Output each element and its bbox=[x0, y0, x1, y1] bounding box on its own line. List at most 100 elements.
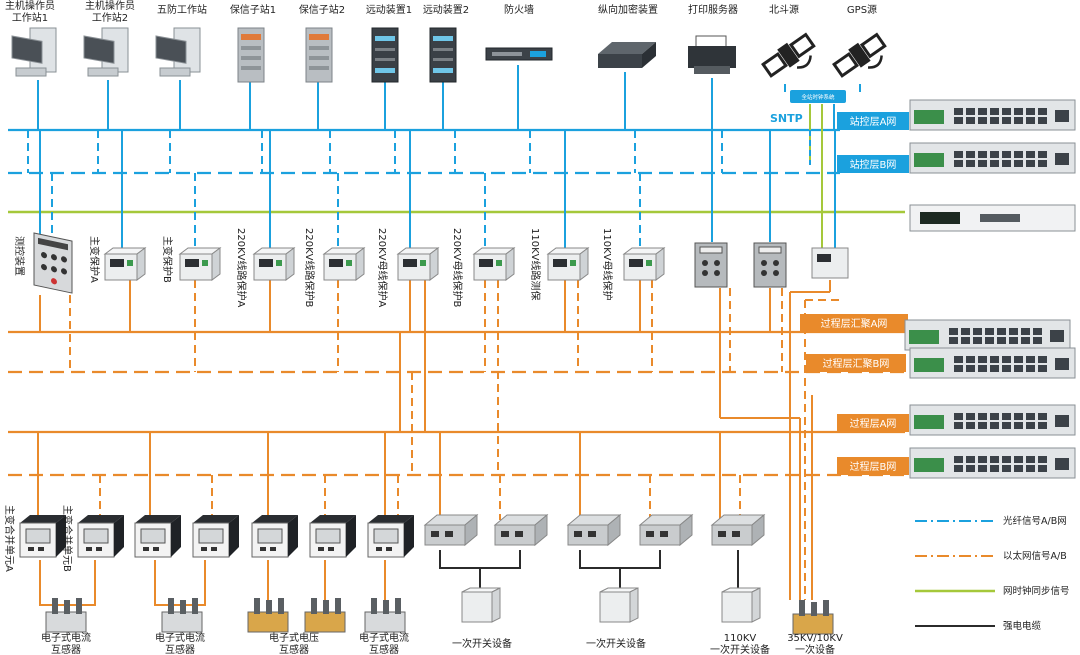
merging-units bbox=[19, 513, 766, 558]
protection-device-icon bbox=[103, 247, 147, 281]
top-label: 远动装置2 bbox=[423, 3, 469, 16]
top-label: 保信子站2 bbox=[299, 3, 345, 16]
merging-unit-icon bbox=[77, 515, 124, 558]
printer-icon bbox=[688, 35, 736, 74]
bay-label: 220KV线路保护A bbox=[235, 228, 248, 307]
smart-terminal-icon bbox=[638, 513, 694, 547]
bay-label: 测控装置 bbox=[13, 236, 26, 276]
bottom-label: 电子式电流 bbox=[155, 631, 205, 644]
measurement-control-icon bbox=[33, 232, 73, 294]
bottom-label: 电子式电流 bbox=[41, 631, 91, 644]
ethernet-switch-icon bbox=[909, 347, 1076, 379]
legend-label: 光纤信号A/B网 bbox=[1003, 515, 1067, 527]
instrument-transformer-icon bbox=[45, 598, 87, 633]
workstation-icon bbox=[11, 27, 57, 77]
io-box-icon bbox=[694, 242, 728, 288]
instrument-transformer-icon bbox=[161, 598, 203, 633]
protection-devices bbox=[103, 247, 849, 281]
legend-label: 强电电缆 bbox=[1003, 620, 1042, 632]
tag-station-a: 站控层A网 bbox=[850, 115, 897, 128]
network-tags: 站控层A网 站控层B网 过程层汇聚A网 过程层汇聚B网 过程层A网 过程层B网 bbox=[800, 112, 909, 475]
encryption-device-icon bbox=[598, 42, 656, 68]
instrument-transformers bbox=[45, 587, 834, 635]
legend: 光纤信号A/B网 以太网信号A/B 网时钟同步信号 强电电缆 bbox=[915, 515, 1070, 632]
ethernet-switch-icon bbox=[909, 99, 1076, 131]
bay-label: 220KV线路保护B bbox=[303, 228, 316, 307]
protection-device-icon bbox=[396, 247, 440, 281]
clock-system-lines bbox=[784, 84, 861, 212]
smart-terminal-icon bbox=[710, 513, 766, 547]
top-label: 主机操作员 bbox=[85, 0, 135, 12]
bay-label: 110KV母线保护 bbox=[601, 228, 614, 301]
tag-process-a: 过程层A网 bbox=[850, 417, 897, 430]
workstation-icon bbox=[155, 27, 201, 77]
merging-unit-icon bbox=[367, 515, 414, 558]
top-label: 北斗源 bbox=[769, 3, 799, 16]
top-label: 主机操作员 bbox=[5, 0, 55, 12]
top-label: 保信子站1 bbox=[230, 3, 276, 16]
bottom-label: 互感器 bbox=[279, 643, 309, 655]
clock-system-label: 全站时钟系统 bbox=[801, 93, 835, 101]
tag-process-agg-a: 过程层汇聚A网 bbox=[821, 317, 888, 330]
tag-process-agg-b: 过程层汇聚B网 bbox=[823, 357, 890, 370]
bottom-label: 互感器 bbox=[165, 643, 195, 655]
top-label: 纵向加密装置 bbox=[598, 3, 658, 16]
merging-unit-icon bbox=[309, 515, 356, 558]
bottom-labels: 电子式电流 互感器 电子式电流 互感器 电子式电压 互感器 电子式电流 互感器 … bbox=[41, 631, 843, 655]
bay-devices bbox=[33, 232, 73, 294]
bay-label: 110KV线路测保 bbox=[529, 228, 542, 301]
firewall-icon bbox=[485, 47, 553, 61]
mu-label: 主变合并单元B bbox=[61, 505, 74, 572]
bay-label: 主变保护A bbox=[88, 236, 101, 283]
smart-terminal-icon bbox=[493, 513, 549, 547]
bottom-label: 互感器 bbox=[369, 643, 399, 655]
top-label: 五防工作站 bbox=[157, 3, 207, 16]
bottom-label: 一次开关设备 bbox=[586, 637, 646, 650]
mu-label: 主变合并单元A bbox=[3, 505, 16, 572]
protection-device-icon bbox=[178, 247, 222, 281]
sntp-label: SNTP bbox=[770, 112, 803, 125]
merging-unit-icon bbox=[251, 515, 298, 558]
top-label: GPS源 bbox=[847, 3, 877, 16]
protection-device-icon bbox=[622, 247, 666, 281]
legend-label: 网时钟同步信号 bbox=[1003, 585, 1070, 597]
server-cabinet-icon bbox=[305, 27, 333, 83]
smart-terminal-icon bbox=[566, 513, 622, 547]
top-label: 打印服务器 bbox=[688, 3, 738, 16]
bottom-label: 互感器 bbox=[51, 643, 81, 655]
protection-device-icon bbox=[322, 247, 366, 281]
bottom-label: 110KV bbox=[724, 633, 757, 644]
switchgear-icon bbox=[721, 587, 761, 623]
satellite-icon bbox=[832, 32, 887, 78]
switchgear-icon bbox=[599, 587, 639, 623]
ethernet-switch-icon bbox=[909, 447, 1076, 479]
protection-device-icon bbox=[252, 247, 296, 281]
tag-process-b: 过程层B网 bbox=[850, 460, 897, 473]
bay-drop-lines bbox=[39, 130, 840, 600]
bay-label: 220KV母线保护A bbox=[376, 228, 389, 307]
top-label: 防火墙 bbox=[504, 3, 534, 16]
bottom-label: 一次设备 bbox=[795, 643, 835, 655]
satellite-icon bbox=[761, 32, 816, 78]
top-device-labels: 主机操作员 工作站1 主机操作员 工作站2 五防工作站 保信子站1 保信子站2 … bbox=[5, 0, 877, 24]
bottom-label: 电子式电压 bbox=[269, 631, 319, 644]
io-box-icon bbox=[753, 242, 787, 288]
instrument-transformer-icon bbox=[364, 598, 406, 633]
telecontrol-cabinet-icon bbox=[371, 27, 399, 83]
clock-system-box bbox=[790, 90, 846, 103]
bottom-label: 一次开关设备 bbox=[710, 643, 770, 655]
merging-unit-icon bbox=[134, 515, 181, 558]
telecontrol-cabinet-icon bbox=[429, 27, 457, 83]
smart-terminal-icon bbox=[423, 513, 479, 547]
tag-station-b: 站控层B网 bbox=[850, 158, 897, 171]
bottom-label: 一次开关设备 bbox=[452, 637, 512, 650]
ct-connections bbox=[39, 560, 386, 606]
instrument-transformer-icon bbox=[304, 598, 346, 633]
ethernet-switch-icon bbox=[909, 142, 1076, 174]
bay-label: 220KV母线保护B bbox=[451, 228, 464, 307]
switchgear-icon bbox=[461, 587, 501, 623]
server-cabinet-icon bbox=[237, 27, 265, 83]
instrument-transformer-icon bbox=[247, 598, 289, 633]
